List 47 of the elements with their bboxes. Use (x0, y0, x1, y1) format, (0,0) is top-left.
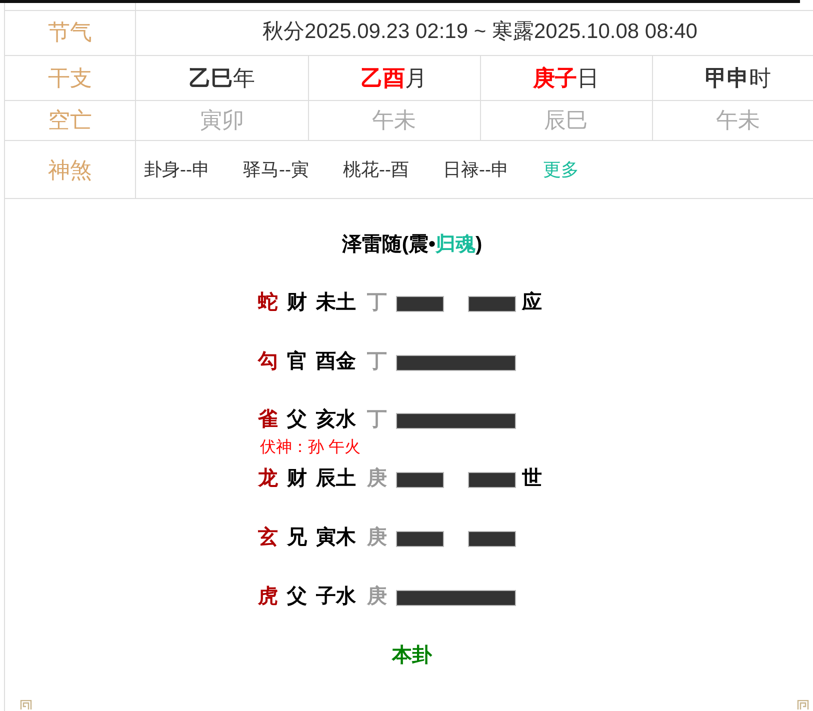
heavenly-stem-label: 庚 (367, 468, 387, 490)
stem-branch-text: 乙酉月 (361, 65, 427, 91)
six-spirit-label: 虎 (258, 586, 278, 608)
six-spirit-label: 雀 (258, 408, 278, 432)
solar-term-text: 秋分2025.09.23 02:19 ~ 寒露2025.10.08 08:40 (262, 20, 698, 44)
six-spirit-label: 勾 (258, 350, 278, 374)
line-marker-label: 世 (522, 468, 542, 490)
line-marker-label: 应 (522, 292, 542, 314)
row-heading: 干支 (48, 65, 92, 91)
row-heading: 空亡 (48, 107, 92, 133)
spirit-star-text: 卦身--申 (144, 160, 210, 180)
stem-branch-text: 乙巳年 (189, 65, 255, 91)
branch-element-label: 酉金 (316, 350, 356, 374)
six-spirit-label: 龙 (258, 468, 278, 490)
branch-element-label: 亥水 (316, 408, 356, 432)
void-branch-text: 寅卯 (200, 107, 244, 133)
relative-label: 财 (287, 292, 307, 314)
void-branch-text: 辰巳 (544, 107, 588, 133)
branch-element-label: 辰土 (316, 468, 356, 490)
heavenly-stem-label: 丁 (367, 408, 387, 432)
heavenly-stem-label: 丁 (367, 292, 387, 314)
spirit-star-text: 日禄--申 (443, 160, 509, 180)
more-link: 更多 (543, 160, 579, 180)
branch-element-label: 寅木 (316, 526, 356, 550)
spirit-star-text: 桃花--酉 (343, 160, 409, 180)
row-heading: 神煞 (48, 157, 92, 183)
hexagram-title: 泽雷随(震•归魂) (342, 234, 482, 256)
branch-element-label: 未土 (316, 292, 356, 314)
six-spirit-label: 蛇 (258, 292, 278, 314)
relative-label: 财 (287, 468, 307, 490)
heavenly-stem-label: 庚 (367, 586, 387, 608)
branch-element-label: 子水 (316, 586, 356, 608)
row-heading: 节气 (48, 19, 92, 45)
relative-label: 官 (287, 350, 307, 374)
spirit-star-text: 驿马--寅 (243, 160, 309, 180)
void-branch-text: 午未 (716, 107, 760, 133)
relative-label: 父 (287, 586, 307, 608)
relative-label: 兄 (287, 526, 307, 550)
hexagram-caption: 本卦 (392, 644, 432, 668)
stem-branch-text: 庚子日 (533, 65, 599, 91)
heavenly-stem-label: 庚 (367, 526, 387, 550)
hidden-spirit-note: 伏神：孙 午火 (260, 438, 360, 458)
heavenly-stem-label: 丁 (367, 350, 387, 374)
relative-label: 父 (287, 408, 307, 432)
void-branch-text: 午未 (372, 107, 416, 133)
six-spirit-label: 玄 (258, 526, 278, 550)
stem-branch-text: 甲申时 (705, 65, 771, 91)
